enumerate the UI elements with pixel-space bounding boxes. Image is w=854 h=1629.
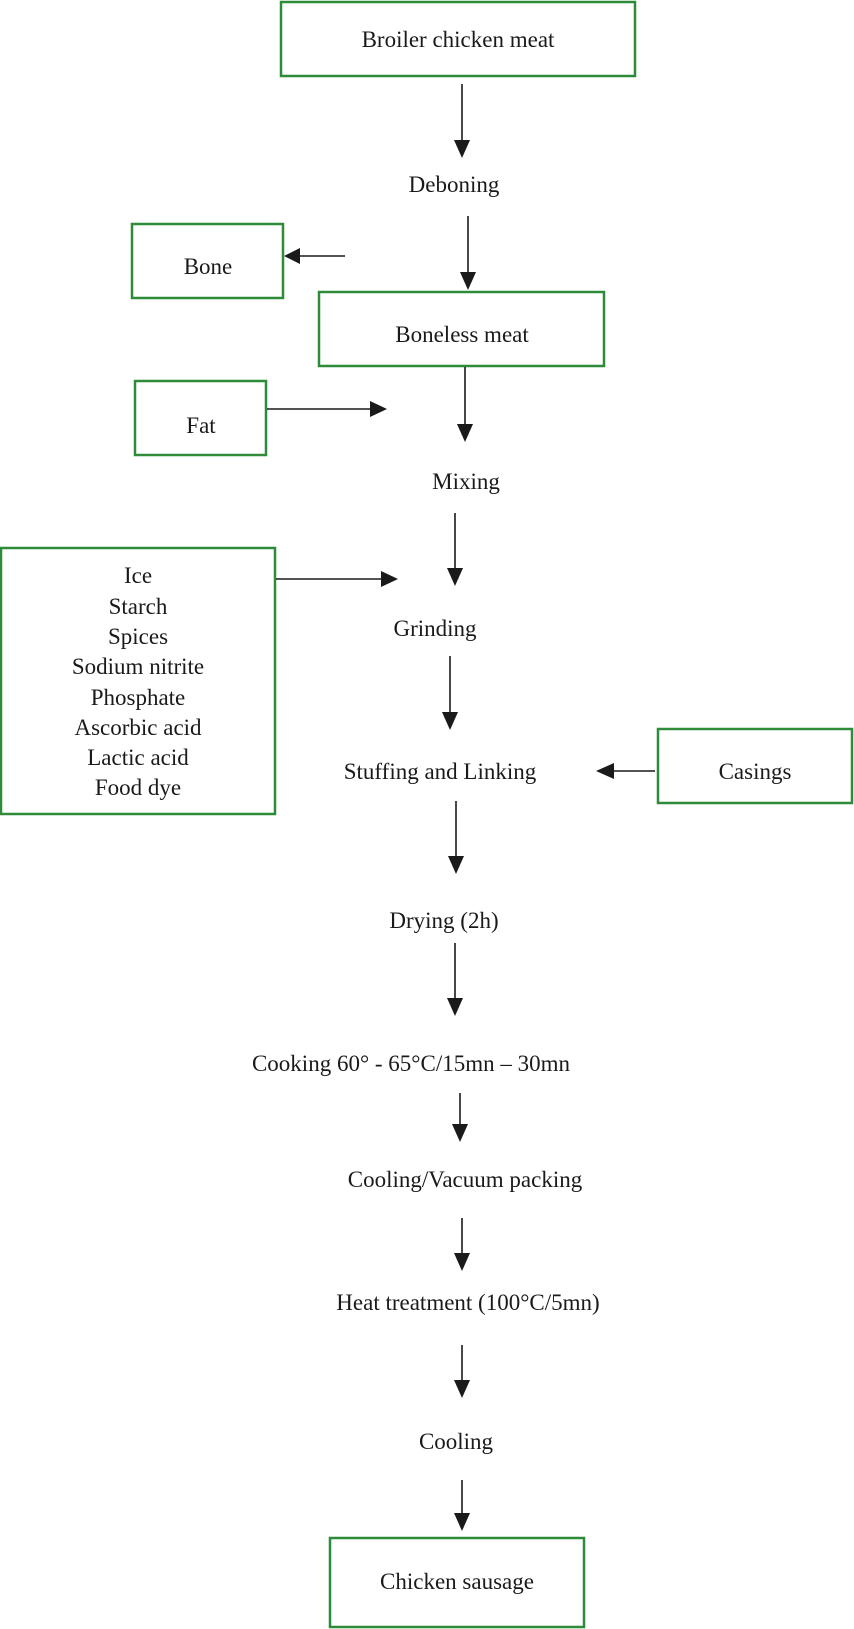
box-chicken-sausage xyxy=(328,1536,586,1629)
additive-item: Ascorbic acid xyxy=(74,715,202,740)
label-cooling-vacuum-packing: Cooling/Vacuum packing xyxy=(348,1167,583,1192)
label-boneless-meat: Boneless meat xyxy=(395,322,529,347)
arrow-to-stuffing xyxy=(442,656,458,730)
arrow-to-drying xyxy=(448,801,464,874)
box-casings xyxy=(656,727,854,805)
label-deboning: Deboning xyxy=(409,172,500,197)
label-heat-treatment: Heat treatment (100°C/5mn) xyxy=(336,1290,599,1315)
additive-item: Lactic acid xyxy=(87,745,189,770)
additive-item: Sodium nitrite xyxy=(72,654,204,679)
additive-item: Spices xyxy=(108,624,168,649)
additive-item: Ice xyxy=(124,563,152,588)
label-cooking: Cooking 60° - 65°C/15mn – 30mn xyxy=(252,1051,571,1076)
arrow-to-chicken-sausage xyxy=(454,1480,470,1531)
arrow-to-bone xyxy=(284,248,345,264)
arrow-additives-to-grinding xyxy=(276,571,398,587)
label-cooling: Cooling xyxy=(419,1429,494,1454)
arrow-to-cooling-packing xyxy=(452,1093,468,1142)
label-chicken-sausage: Chicken sausage xyxy=(380,1569,534,1594)
arrow-to-cooking xyxy=(447,943,463,1016)
arrow-to-mixing xyxy=(457,367,473,442)
additive-item: Starch xyxy=(109,594,168,619)
box-additives xyxy=(0,546,277,816)
label-casings: Casings xyxy=(719,759,792,784)
label-drying: Drying (2h) xyxy=(389,908,498,933)
label-stuffing-and-linking: Stuffing and Linking xyxy=(344,759,537,784)
arrow-to-deboning xyxy=(454,84,470,158)
box-boneless-meat xyxy=(317,290,606,368)
box-broiler-chicken-meat xyxy=(279,0,637,78)
label-grinding: Grinding xyxy=(393,616,477,641)
arrow-fat-to-mixing xyxy=(267,401,387,417)
label-broiler-chicken-meat: Broiler chicken meat xyxy=(362,27,555,52)
box-fat xyxy=(133,379,268,457)
arrow-casings-to-stuffing xyxy=(596,763,655,779)
box-bone xyxy=(130,222,285,300)
arrow-to-grinding xyxy=(447,513,463,586)
arrow-to-cooling xyxy=(454,1345,470,1398)
label-mixing: Mixing xyxy=(432,469,500,494)
additive-item: Phosphate xyxy=(91,685,186,710)
label-bone: Bone xyxy=(184,254,233,279)
arrow-to-boneless-meat xyxy=(460,216,476,290)
additives-list: Ice Starch Spices Sodium nitrite Phospha… xyxy=(72,563,204,800)
additive-item: Food dye xyxy=(95,775,181,800)
label-fat: Fat xyxy=(186,413,216,438)
arrow-to-heat-treatment xyxy=(454,1218,470,1271)
